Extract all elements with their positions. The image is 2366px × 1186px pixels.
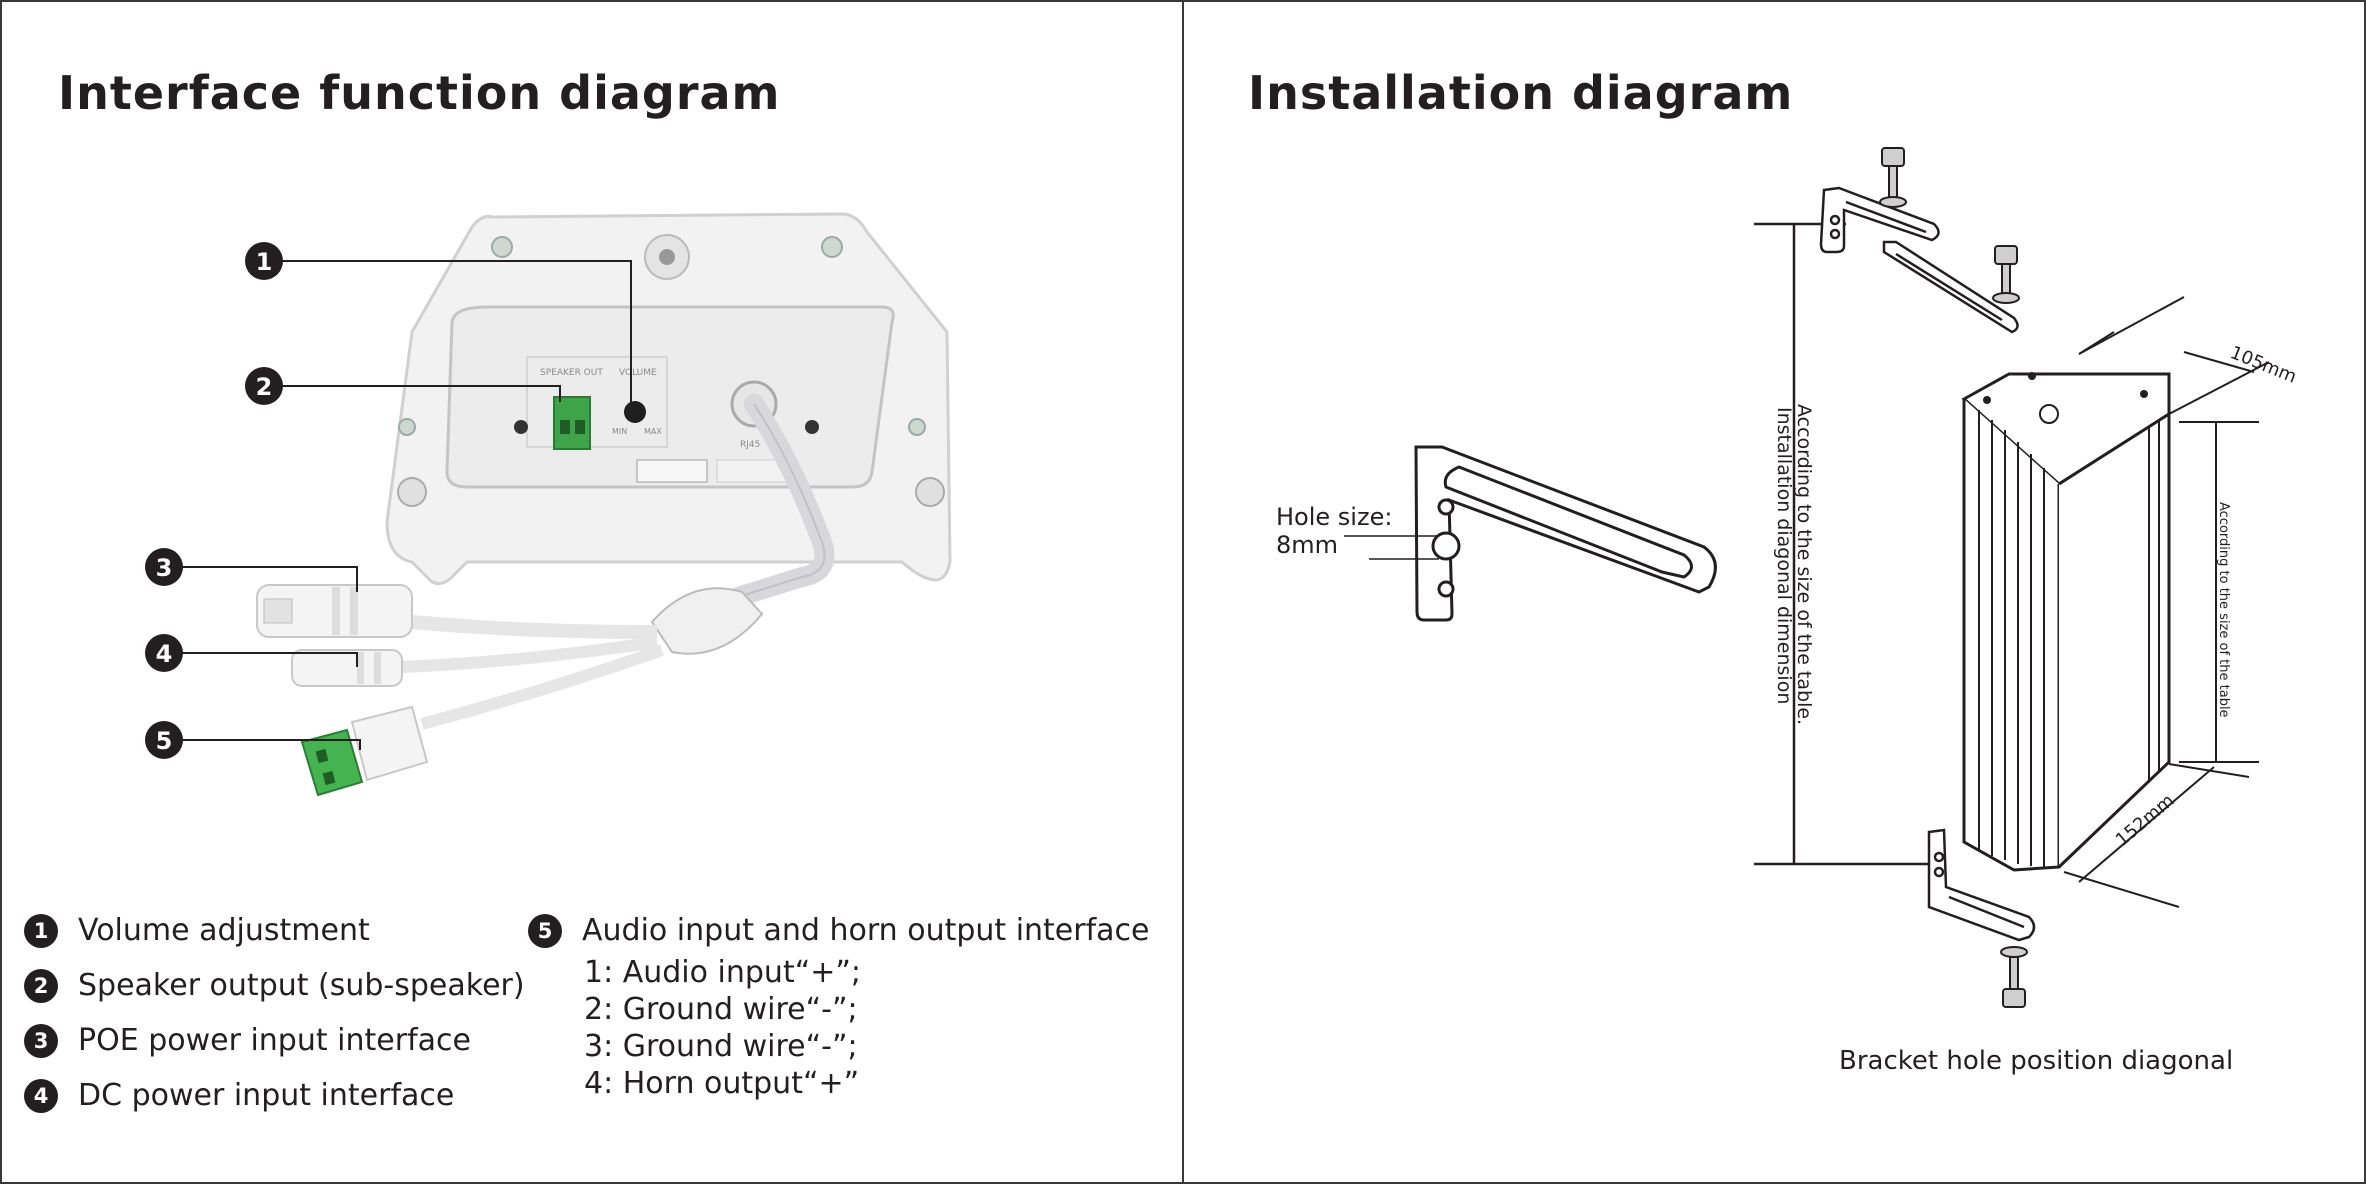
legend-item-volume: 1 Volume adjustment <box>24 914 370 948</box>
interface-device-illustration: SPEAKER OUT VOLUME MIN MAX RJ45 <box>145 212 952 797</box>
poe-connector <box>256 584 413 638</box>
callout-5: 5 <box>145 721 183 759</box>
legend-item-dc: 4 DC power input interface <box>24 1079 454 1113</box>
side-note: According to the size of the table <box>2216 502 2231 718</box>
pin-3: 3: Ground wire“-”; <box>584 1029 858 1064</box>
legend-item-audio: 5 Audio input and horn output interface <box>528 914 1150 948</box>
bolt-icon <box>1992 245 2020 304</box>
svg-text:3: 3 <box>156 554 173 582</box>
legend-badge: 3 <box>24 1024 58 1058</box>
vertical-note-1: According to the size of the table. <box>1793 404 1815 725</box>
l-bracket-detail <box>1414 445 1717 622</box>
bolt-icon <box>2000 946 2028 1008</box>
legend-item-poe: 3 POE power input interface <box>24 1024 471 1058</box>
rj45-label: RJ45 <box>740 440 760 450</box>
pin-2: 2: Ground wire“-”; <box>584 992 858 1027</box>
audio-connector <box>300 705 429 797</box>
max-label: MAX <box>644 427 662 436</box>
svg-text:1: 1 <box>256 248 273 276</box>
legend-badge: 2 <box>24 969 58 1003</box>
speaker-column <box>1961 372 2171 872</box>
legend-badge: 1 <box>24 914 58 948</box>
interface-panel: Interface function diagram SPEAKER OUT V… <box>0 0 1184 1184</box>
installation-title: Installation diagram <box>1248 66 1794 120</box>
cable-splitter <box>650 587 764 655</box>
min-label: MIN <box>612 427 627 436</box>
legend-item-speaker-output: 2 Speaker output (sub-speaker) <box>24 969 525 1003</box>
speaker-out-label: SPEAKER OUT <box>540 368 603 378</box>
callout-4: 4 <box>145 634 183 672</box>
bracket-caption: Bracket hole position diagonal <box>1839 1046 2234 1076</box>
bolt-icon <box>1879 147 1907 208</box>
legend-label: POE power input interface <box>78 1023 471 1058</box>
volume-label: VOLUME <box>619 368 657 378</box>
pin-1: 1: Audio input“+”; <box>584 955 862 990</box>
bottom-bracket <box>1927 828 2036 942</box>
legend-badge: 4 <box>24 1079 58 1113</box>
vertical-note-2: Installation diagonal dimension <box>1773 407 1795 704</box>
legend-label: Audio input and horn output interface <box>582 913 1150 948</box>
hole-size-value: 8mm <box>1276 531 1338 559</box>
volume-knob <box>624 401 646 423</box>
svg-text:5: 5 <box>156 727 173 755</box>
pin-4: 4: Horn output“+” <box>584 1066 860 1101</box>
top-bracket <box>1819 186 2019 334</box>
interface-title: Interface function diagram <box>58 66 781 120</box>
svg-text:2: 2 <box>256 373 273 401</box>
dc-connector <box>291 649 403 687</box>
legend-badge: 5 <box>528 914 562 948</box>
callout-3: 3 <box>145 548 183 586</box>
legend-label: Speaker output (sub-speaker) <box>78 968 525 1003</box>
installation-panel: Installation diagram Hole size: 8mm Acco… <box>1182 0 2366 1184</box>
dim-top-label: 105mm <box>2227 342 2299 387</box>
installation-illustration: Hole size: 8mm According to the size of … <box>1276 147 2299 1008</box>
svg-text:4: 4 <box>156 640 173 668</box>
legend-label: Volume adjustment <box>78 913 370 948</box>
callout-2: 2 <box>245 367 283 405</box>
legend-label: DC power input interface <box>78 1078 455 1113</box>
callout-1: 1 <box>245 242 283 280</box>
hole-size-label: Hole size: <box>1276 503 1392 531</box>
